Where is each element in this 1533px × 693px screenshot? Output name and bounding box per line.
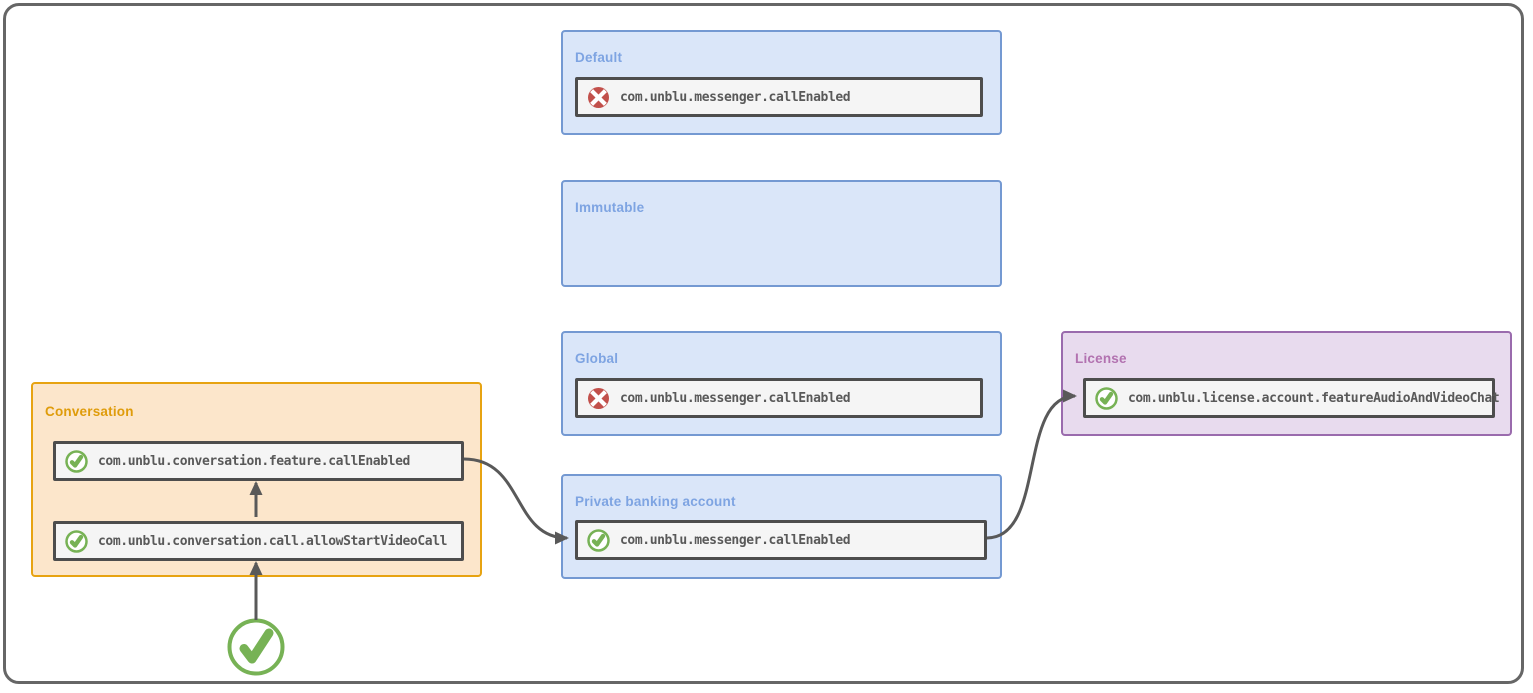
layer-conversation-label: Conversation (45, 404, 134, 419)
layer-immutable-label: Immutable (575, 200, 645, 215)
layer-global-label: Global (575, 351, 619, 366)
property-name: com.unblu.license.account.featureAudioAn… (1128, 390, 1500, 406)
check-circle-icon (1095, 386, 1118, 410)
layer-license-label: License (1075, 351, 1127, 366)
layer-private-banking-account-label: Private banking account (575, 494, 736, 509)
check-circle-icon (587, 528, 610, 552)
property-global-callenabled: com.unblu.messenger.callEnabled (575, 378, 983, 418)
property-license-featureaudioandvideochat: com.unblu.license.account.featureAudioAn… (1083, 378, 1500, 418)
check-circle-icon (65, 449, 88, 473)
layer-immutable: Immutable (561, 180, 1002, 287)
property-name: com.unblu.messenger.callEnabled (620, 532, 851, 548)
property-default-callenabled: com.unblu.messenger.callEnabled (575, 77, 983, 117)
cross-circle-icon (587, 387, 610, 410)
property-name: com.unblu.conversation.feature.callEnabl… (98, 453, 410, 469)
layer-global: Global com.unblu.messenger.callEnabled (561, 331, 1002, 436)
property-pba-callenabled: com.unblu.messenger.callEnabled (575, 520, 987, 560)
property-name: com.unblu.messenger.callEnabled (620, 89, 851, 105)
check-circle-icon (65, 529, 88, 553)
layer-default: Default com.unblu.messenger.callEnabled (561, 30, 1002, 135)
layer-license: License com.unblu.license.account.featur… (1061, 331, 1512, 436)
property-conversation-feature-callenabled: com.unblu.conversation.feature.callEnabl… (53, 441, 464, 481)
cross-circle-icon (587, 86, 610, 109)
layer-private-banking-account: Private banking account com.unblu.messen… (561, 474, 1002, 579)
layer-conversation: Conversation com.unblu.conversation.feat… (31, 382, 482, 577)
layer-default-label: Default (575, 50, 623, 65)
property-name: com.unblu.conversation.call.allowStartVi… (98, 533, 448, 549)
property-conversation-allowstartvideocall: com.unblu.conversation.call.allowStartVi… (53, 521, 464, 561)
property-name: com.unblu.messenger.callEnabled (620, 390, 851, 406)
